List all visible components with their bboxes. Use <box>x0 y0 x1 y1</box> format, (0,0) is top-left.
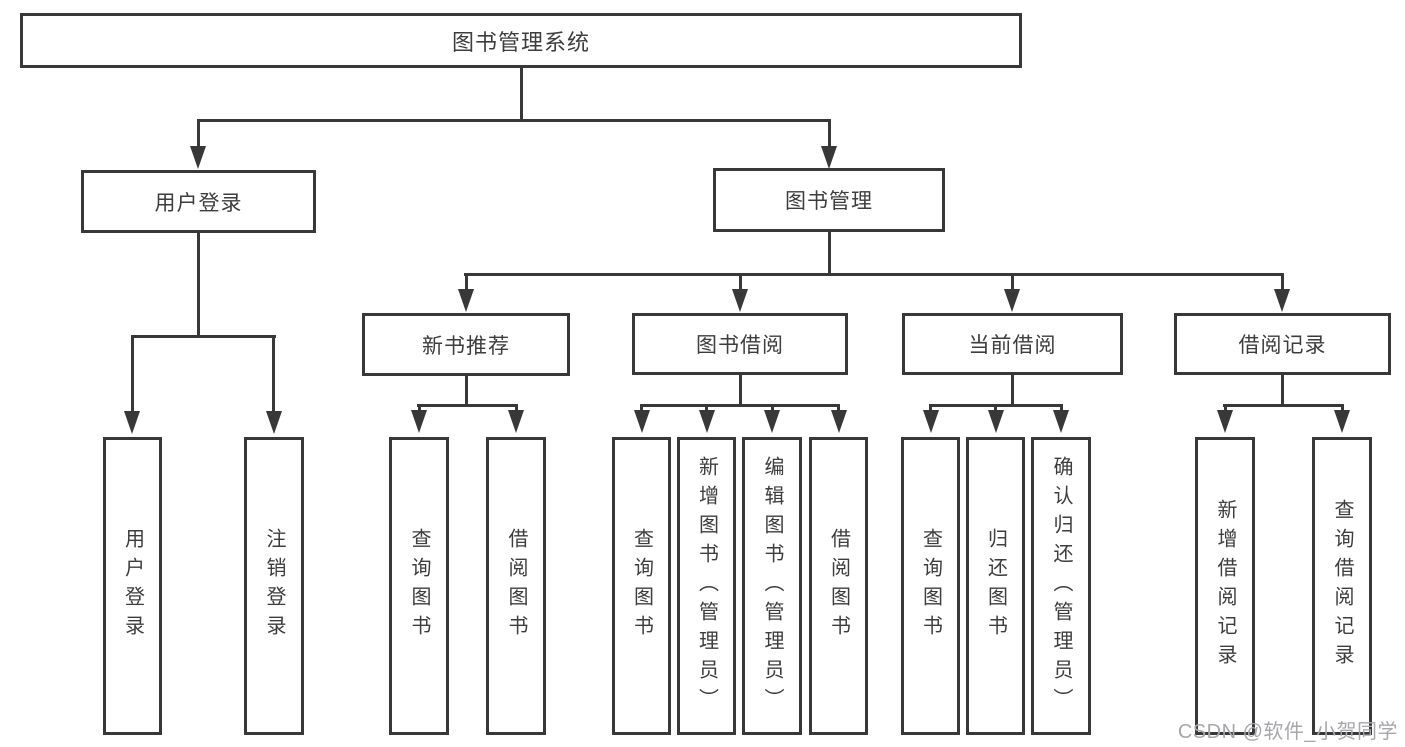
connector-line <box>640 404 840 407</box>
node-label: 图书借阅 <box>696 334 784 357</box>
node-label: 借阅记录 <box>1238 334 1327 357</box>
connector-line <box>1224 404 1227 413</box>
node-label: 注销登录 <box>263 528 285 644</box>
connector-line <box>739 374 742 407</box>
connector-line <box>1281 273 1284 290</box>
node-return-books: 归还图书 <box>966 437 1025 735</box>
arrow-down-icon <box>1334 410 1350 433</box>
connector-line <box>520 68 523 121</box>
connector-line <box>1281 374 1284 407</box>
arrow-down-icon <box>988 410 1004 433</box>
node-add-borrow-record: 新增借阅记录 <box>1195 437 1255 735</box>
node-label: 图书管理 <box>785 190 873 213</box>
node-query-books-newbooks: 查询图书 <box>389 437 449 735</box>
node-add-books-admin: 新增图书（管理员） <box>677 437 736 735</box>
node-new-book-recommend: 新书推荐 <box>362 313 570 376</box>
node-label: 用户登录 <box>121 528 144 644</box>
connector-line <box>272 335 275 412</box>
node-label: 新书推荐 <box>422 334 510 358</box>
connector-line <box>739 273 742 290</box>
arrow-down-icon <box>821 146 837 169</box>
connector-line <box>515 404 518 413</box>
node-confirm-return-admin: 确认归还（管理员） <box>1031 437 1091 735</box>
node-label: 借阅图书 <box>827 528 850 644</box>
connector-line <box>1223 404 1344 407</box>
connector-line <box>828 232 831 275</box>
arrow-down-icon <box>699 410 715 433</box>
node-borrow-books-newbooks: 借阅图书 <box>486 437 546 735</box>
node-label: 新增图书（管理员） <box>695 455 718 717</box>
connector-line <box>837 404 840 413</box>
connector-line <box>197 119 831 122</box>
connector-line <box>464 273 1282 276</box>
node-label: 当前借阅 <box>968 334 1057 357</box>
connector-line <box>828 119 831 149</box>
connector-line <box>417 404 518 407</box>
arrow-down-icon <box>923 410 939 433</box>
arrow-down-icon <box>124 411 140 434</box>
node-label: 借阅图书 <box>505 528 527 644</box>
connector-line <box>197 119 200 149</box>
connector-line <box>640 404 643 413</box>
node-label: 图书管理系统 <box>451 29 590 55</box>
node-query-books-current: 查询图书 <box>901 437 960 735</box>
connector-line <box>131 335 276 338</box>
node-query-borrow-record: 查询借阅记录 <box>1312 437 1372 735</box>
connector-line <box>1060 404 1063 413</box>
node-label: 确认归还（管理员） <box>1050 455 1072 717</box>
connector-line <box>771 404 774 413</box>
connector-line <box>197 233 200 337</box>
node-label: 用户登录 <box>154 191 243 215</box>
connector-line <box>1011 374 1014 407</box>
arrow-down-icon <box>634 410 650 433</box>
arrow-down-icon <box>764 410 780 433</box>
connector-line <box>131 335 134 412</box>
node-query-books-borrow: 查询图书 <box>612 437 671 735</box>
node-label: 新增借阅记录 <box>1214 499 1236 673</box>
node-label: 查询借阅记录 <box>1331 499 1353 673</box>
node-system-root: 图书管理系统 <box>20 13 1022 68</box>
node-user-login-leaf: 用户登录 <box>103 437 162 735</box>
node-logout-leaf: 注销登录 <box>244 437 304 735</box>
node-current-borrow: 当前借阅 <box>902 313 1123 375</box>
node-borrow-records: 借阅记录 <box>1174 313 1391 375</box>
arrow-down-icon <box>411 410 427 433</box>
connector-line <box>994 404 997 413</box>
node-label: 查询图书 <box>630 528 653 644</box>
node-label: 归还图书 <box>984 528 1007 644</box>
node-book-management: 图书管理 <box>713 168 945 232</box>
node-book-borrow: 图书借阅 <box>632 313 848 375</box>
connector-line <box>465 273 468 290</box>
arrow-down-icon <box>266 411 282 434</box>
node-label: 查询图书 <box>408 528 430 644</box>
node-edit-books-admin: 编辑图书（管理员） <box>742 437 802 735</box>
node-user-login: 用户登录 <box>81 170 316 233</box>
node-borrow-books-borrow: 借阅图书 <box>809 437 868 735</box>
connector-line <box>465 375 468 407</box>
arrow-down-icon <box>458 289 474 312</box>
arrow-down-icon <box>831 410 847 433</box>
connector-line <box>1341 404 1344 413</box>
connector-line <box>418 404 421 413</box>
arrow-down-icon <box>1217 410 1233 433</box>
arrow-down-icon <box>732 289 748 312</box>
arrow-down-icon <box>1274 289 1290 312</box>
connector-line <box>1011 273 1014 290</box>
arrow-down-icon <box>190 146 206 169</box>
node-label: 编辑图书（管理员） <box>761 455 783 717</box>
connector-line <box>929 404 932 413</box>
watermark: CSDN @软件_小贺同学 <box>1177 721 1398 743</box>
arrow-down-icon <box>508 410 524 433</box>
connector-line <box>705 404 708 413</box>
node-label: 查询图书 <box>919 528 942 644</box>
arrow-down-icon <box>1053 410 1069 433</box>
arrow-down-icon <box>1004 289 1020 312</box>
